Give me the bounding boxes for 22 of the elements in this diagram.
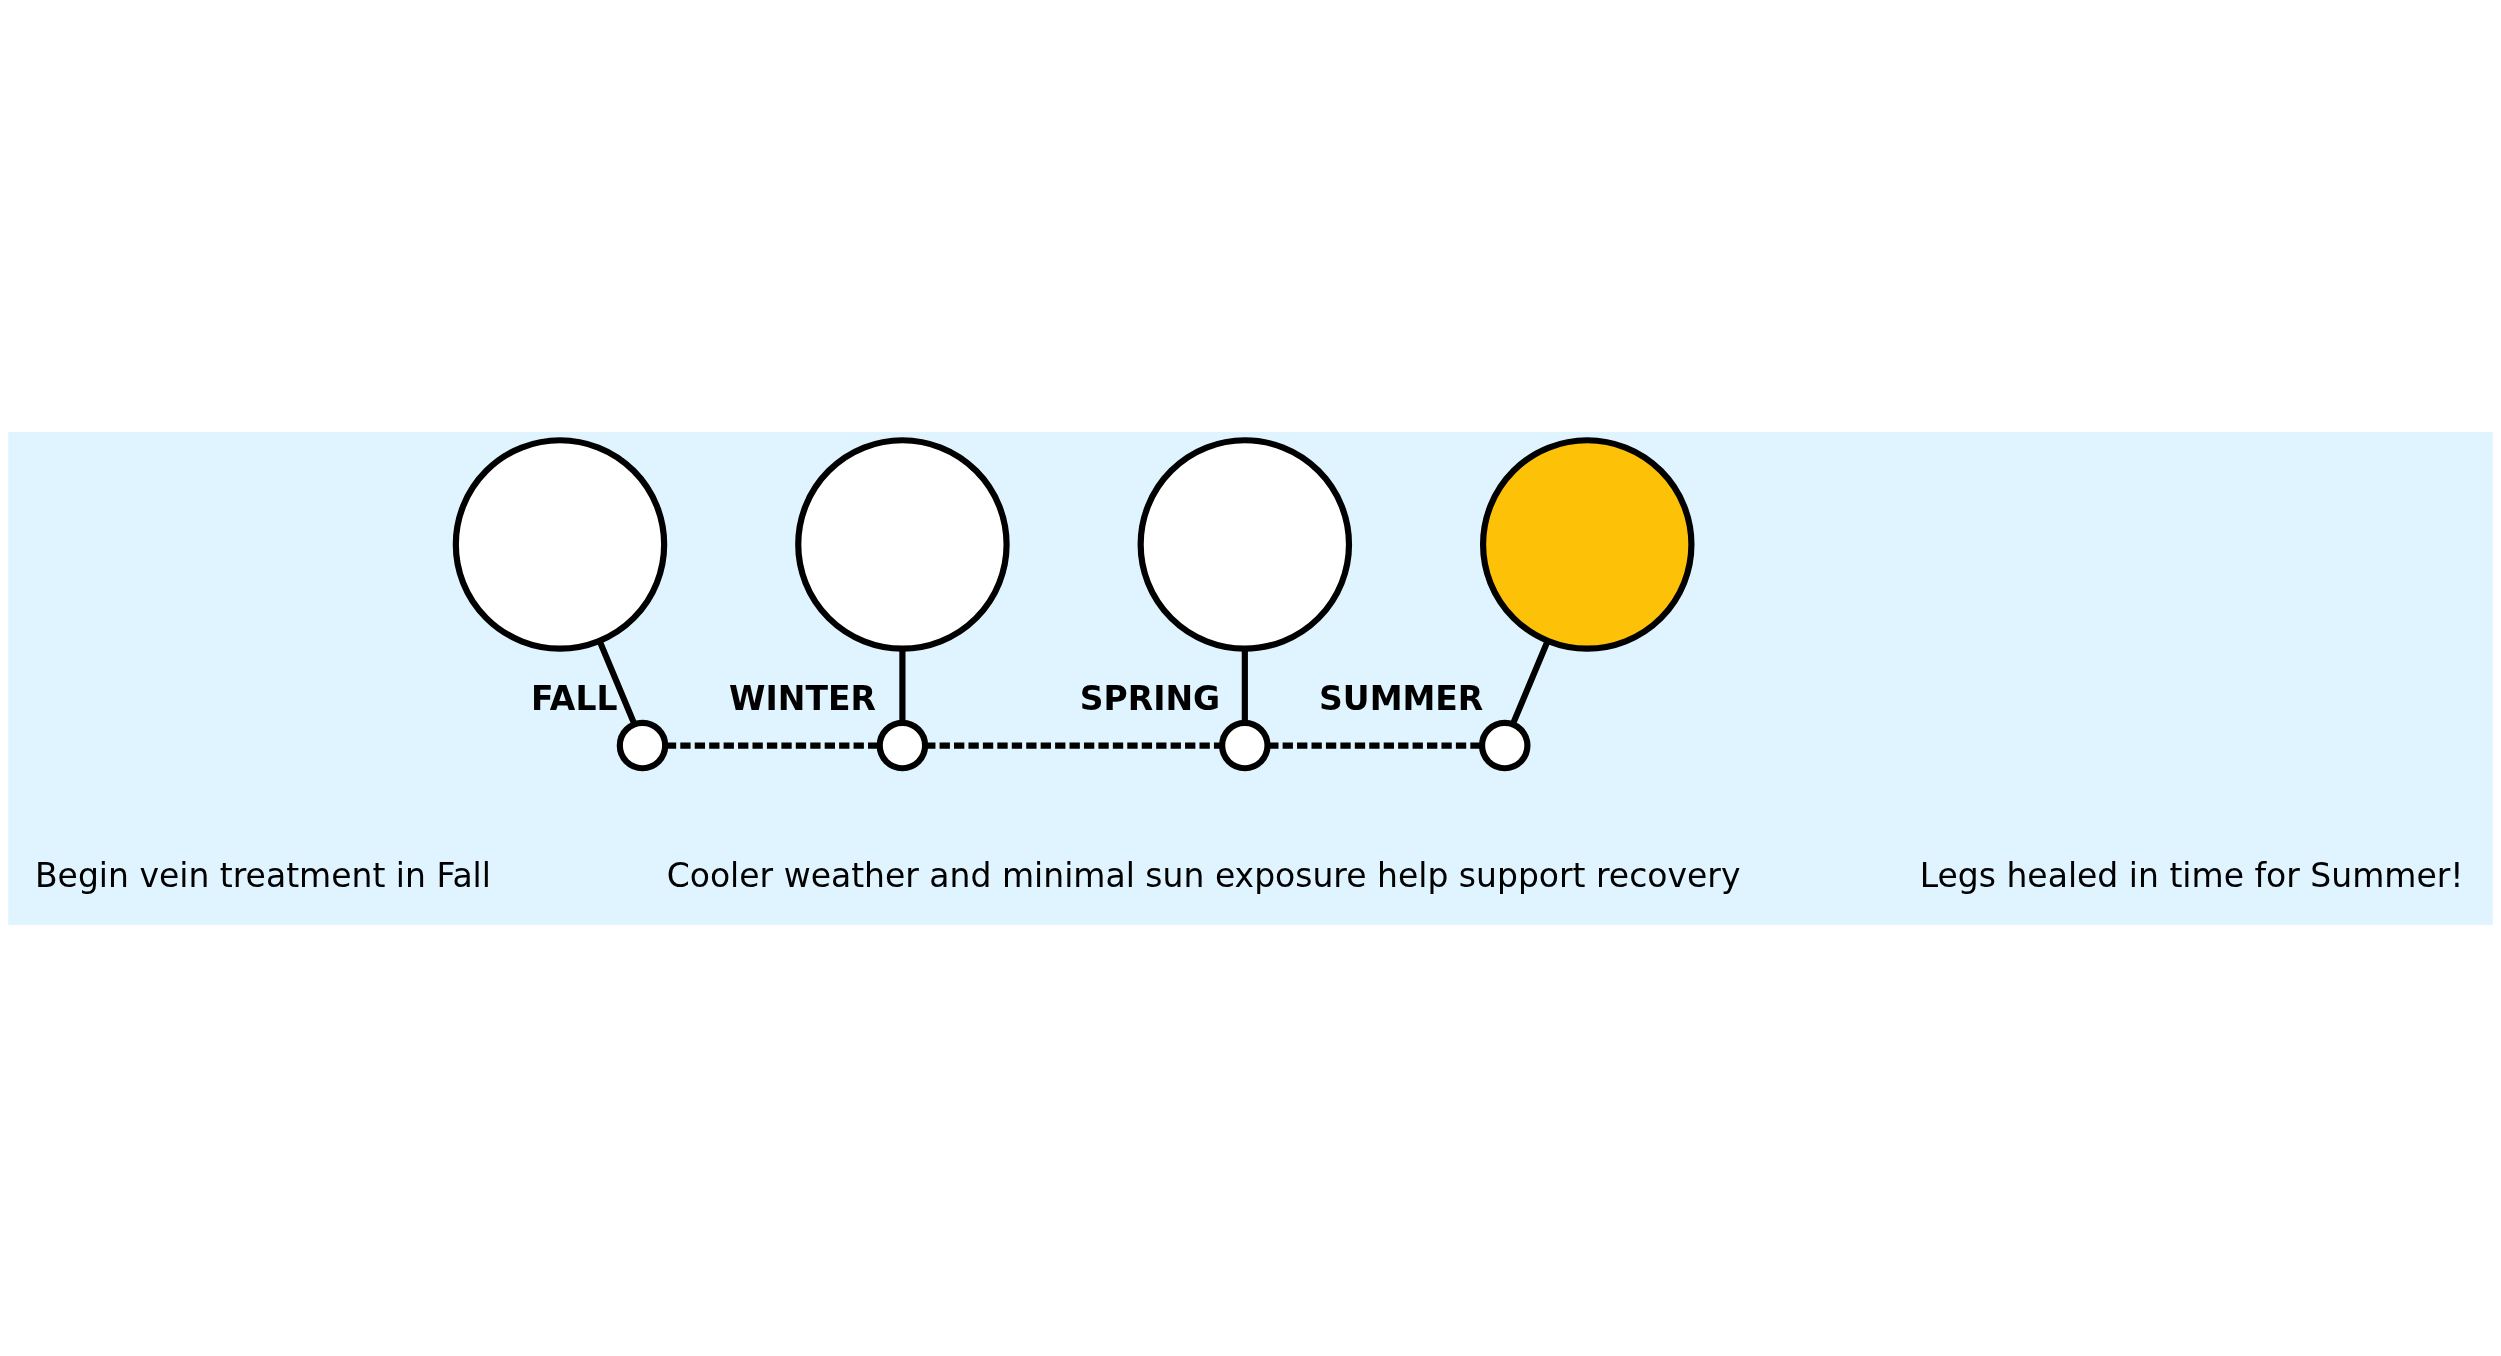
node-circle (1137, 436, 1353, 652)
node-circle (616, 719, 669, 771)
node-label: WINTER (729, 678, 876, 718)
connector (596, 639, 638, 725)
label: Legs healed in time for Summer! (1919, 855, 2464, 895)
node-circle (1480, 436, 1695, 652)
connector (1268, 741, 1482, 749)
connector (925, 741, 1222, 749)
node-label: FALL (531, 678, 618, 718)
node-circle (1219, 719, 1271, 771)
node-label: SUMMER (1319, 678, 1484, 718)
connector (899, 648, 906, 723)
connector (665, 741, 880, 749)
node-circle (452, 436, 668, 652)
label: Begin vein treatment in Fall (34, 855, 491, 895)
connector (1241, 648, 1248, 723)
node-circle (795, 436, 1010, 652)
node-label: SPRING (1079, 678, 1221, 718)
label: Cooler weather and minimal sun exposure help support recovery (666, 855, 1741, 895)
node-circle (1478, 719, 1531, 771)
connector (1510, 639, 1551, 725)
node-circle (876, 719, 929, 771)
